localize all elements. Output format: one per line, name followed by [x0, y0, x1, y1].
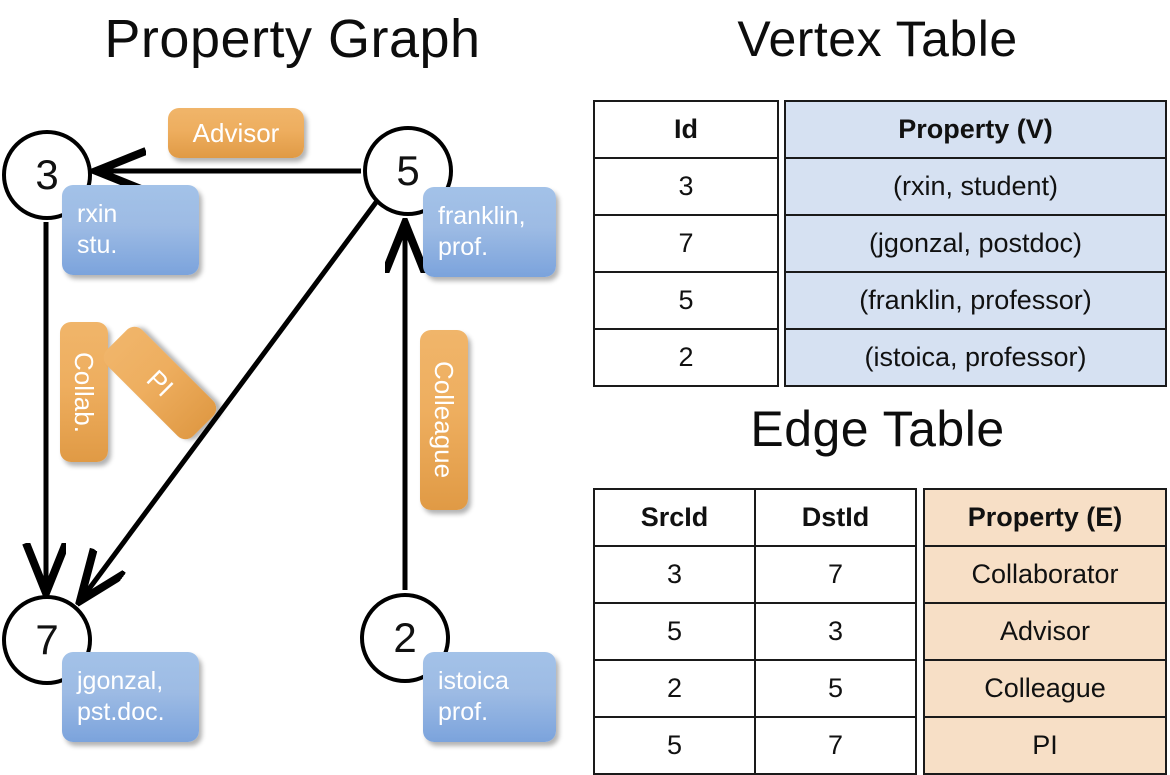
table-row[interactable]: 5 3 [593, 602, 917, 661]
edge-label-text: Collab. [69, 351, 99, 433]
node-property-line-2: prof. [438, 698, 489, 726]
cell-vertex-id: 2 [593, 328, 779, 387]
cell-vertex-property: (franklin, professor) [784, 271, 1167, 330]
table-row[interactable]: (franklin, professor) [784, 271, 1167, 330]
table-row[interactable]: 5 7 [593, 716, 917, 775]
edge-line-5-to-7 [83, 199, 380, 597]
table-header-row: SrcId DstId [593, 488, 917, 547]
cell-edge-dstid: 7 [754, 545, 917, 604]
table-row[interactable]: 2 [593, 328, 779, 387]
node-property-line-2: prof. [438, 233, 489, 261]
table-row[interactable]: Colleague [923, 659, 1167, 718]
table-header-row: Property (E) [923, 488, 1167, 547]
cell-edge-property: PI [923, 716, 1167, 775]
edge-label-box-colleague: Colleague [420, 330, 468, 510]
column-header-property-e: Property (E) [923, 488, 1167, 547]
cell-vertex-property: (jgonzal, postdoc) [784, 214, 1167, 273]
table-row[interactable]: Collaborator [923, 545, 1167, 604]
page-title-edge-table: Edge Table [750, 401, 1005, 457]
column-header-srcid: SrcId [593, 488, 756, 547]
cell-edge-property: Colleague [923, 659, 1167, 718]
table-header-row: Id [593, 100, 779, 159]
table-row[interactable]: 2 5 [593, 659, 917, 718]
table-row[interactable]: PI [923, 716, 1167, 775]
table-header-row: Property (V) [784, 100, 1167, 159]
page-title-property-graph: Property Graph [104, 9, 481, 69]
edge-table-id-columns: SrcId DstId 3 7 5 3 2 5 5 7 [593, 488, 917, 775]
table-row[interactable]: (rxin, student) [784, 157, 1167, 216]
cell-edge-dstid: 3 [754, 602, 917, 661]
cell-edge-dstid: 5 [754, 659, 917, 718]
table-row[interactable]: (jgonzal, postdoc) [784, 214, 1167, 273]
cell-vertex-id: 5 [593, 271, 779, 330]
table-row[interactable]: 3 [593, 157, 779, 216]
cell-vertex-id: 3 [593, 157, 779, 216]
cell-edge-dstid: 7 [754, 716, 917, 775]
cell-edge-property: Advisor [923, 602, 1167, 661]
cell-vertex-property: (rxin, student) [784, 157, 1167, 216]
node-property-line-1: jgonzal, [77, 667, 164, 695]
table-row[interactable]: 7 [593, 214, 779, 273]
cell-vertex-id: 7 [593, 214, 779, 273]
cell-edge-srcid: 2 [593, 659, 756, 718]
table-row[interactable]: 3 7 [593, 545, 917, 604]
vertex-table-id-column: Id 3 7 5 2 [593, 100, 779, 387]
node-property-box-franklin: franklin, prof. [423, 187, 556, 277]
column-header-dstid: DstId [754, 488, 917, 547]
node-property-line-1: istoica [438, 667, 509, 695]
graph-edge-lines [0, 0, 585, 760]
node-property-line-1: franklin, [438, 202, 526, 230]
cell-edge-srcid: 3 [593, 545, 756, 604]
table-row[interactable]: Advisor [923, 602, 1167, 661]
cell-edge-srcid: 5 [593, 602, 756, 661]
edge-table-property-column: Property (E) Collaborator Advisor Collea… [923, 488, 1167, 775]
table-row[interactable]: 5 [593, 271, 779, 330]
node-property-line-1: rxin [77, 200, 118, 228]
cell-edge-property: Collaborator [923, 545, 1167, 604]
edge-label-box-advisor: Advisor [168, 108, 304, 158]
property-graph-diagram: 3 5 7 2 rxin stu. franklin, prof. jgonza… [0, 0, 585, 760]
edge-label-box-collab: Collab. [60, 322, 108, 462]
page-title-vertex-table: Vertex Table [737, 11, 1018, 67]
vertex-table-property-column: Property (V) (rxin, student) (jgonzal, p… [784, 100, 1167, 387]
cell-edge-srcid: 5 [593, 716, 756, 775]
node-property-box-jgonzal: jgonzal, pst.doc. [62, 652, 199, 742]
node-property-line-2: stu. [77, 231, 118, 259]
table-row[interactable]: (istoica, professor) [784, 328, 1167, 387]
node-property-line-2: pst.doc. [77, 698, 165, 726]
node-property-box-istoica: istoica prof. [423, 652, 556, 742]
column-header-property-v: Property (V) [784, 100, 1167, 159]
node-property-box-rxin: rxin stu. [62, 185, 199, 275]
cell-vertex-property: (istoica, professor) [784, 328, 1167, 387]
edge-label-text: Advisor [192, 117, 280, 148]
column-header-id: Id [593, 100, 779, 159]
edge-label-text: Colleague [429, 361, 459, 479]
graph-node-5[interactable]: 5 [363, 126, 453, 216]
graph-node-2[interactable]: 2 [360, 593, 450, 683]
